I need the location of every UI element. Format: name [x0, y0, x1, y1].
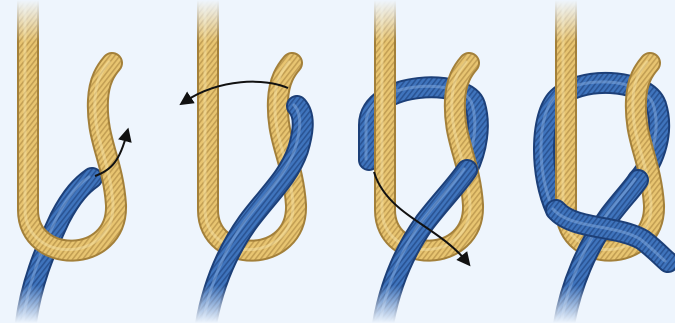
step-4 [541, 0, 668, 323]
step-1 [22, 0, 127, 323]
step-2 [184, 0, 303, 323]
bottom-fade [0, 285, 675, 323]
step-3 [366, 0, 478, 323]
top-fade [0, 0, 675, 42]
